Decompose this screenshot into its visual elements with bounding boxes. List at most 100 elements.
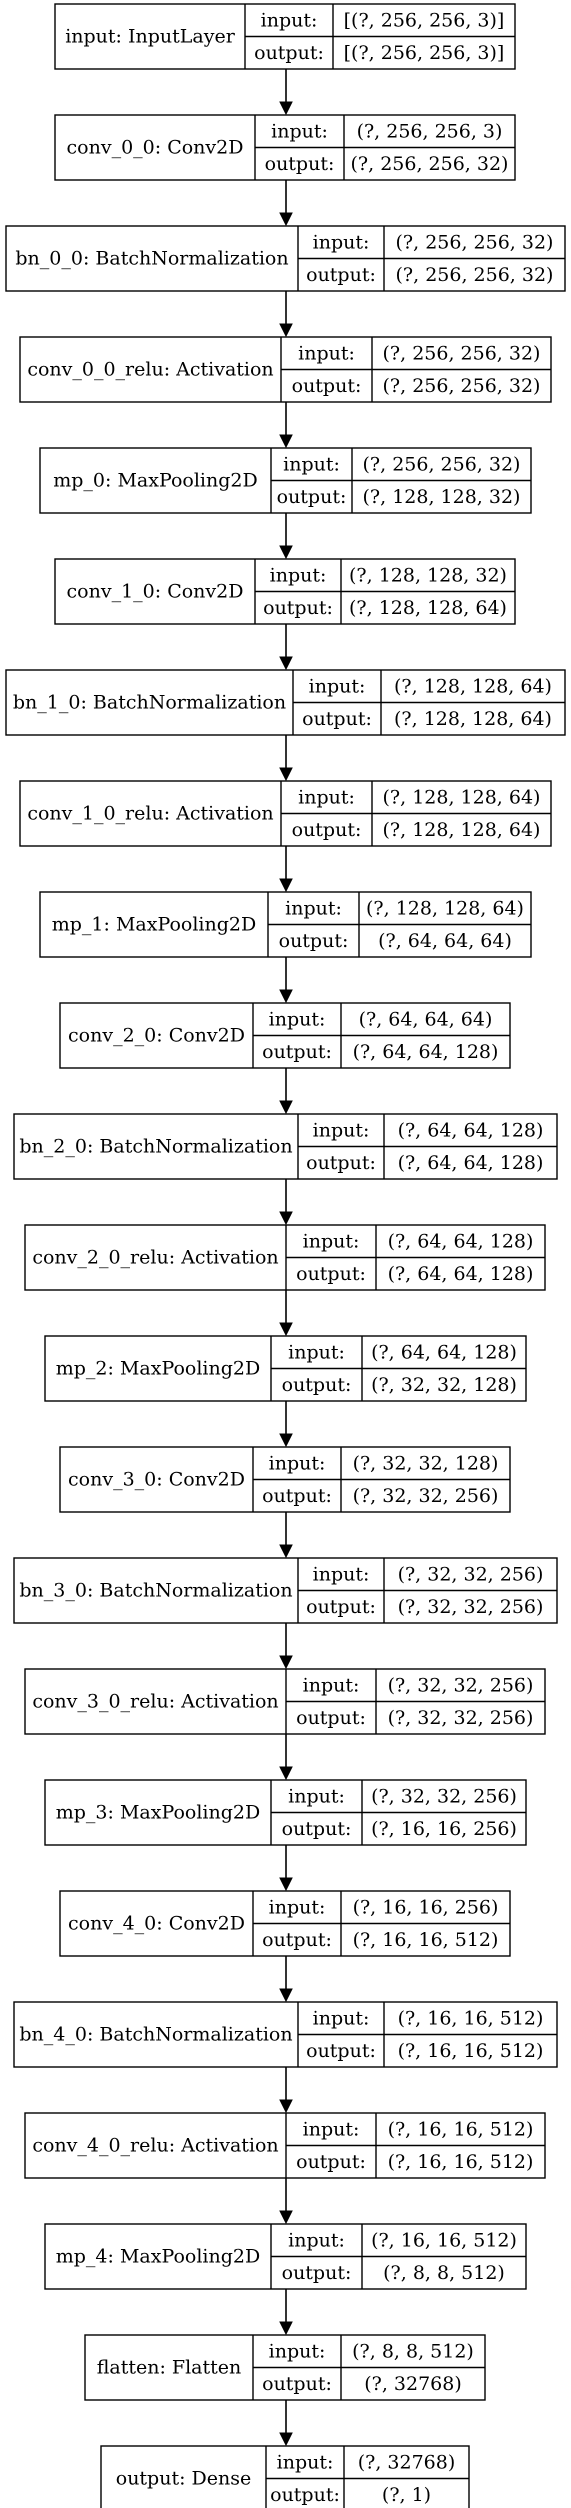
edges [279,69,293,2447]
input-shape: (?, 16, 16, 512) [371,2229,517,2251]
layer-label: input: InputLayer [65,26,235,48]
layer-box [100,2445,470,2508]
input-label: input: [288,2229,345,2251]
edge-arrow [279,2067,293,2114]
arrowhead-icon [279,1877,293,1892]
layer-node-conv-3-0-relu: conv_3_0_relu: Activation input: output: (?… [24,1668,546,1735]
input-shape: (?, 8, 8, 512) [352,2340,474,2362]
edge-arrow [279,1734,293,1781]
edge-arrow [279,2289,293,2336]
output-label: output: [292,819,362,841]
layer-label: conv_1_0: Conv2D [67,581,244,603]
input-shape: (?, 128, 128, 64) [394,675,552,697]
edge-arrow [279,1623,293,1670]
output-label: output: [262,1485,332,1507]
output-label: output: [296,1707,366,1729]
layer-label: output: Dense [116,2468,252,2490]
edge-arrow [279,735,293,782]
edge-arrow [279,1845,293,1892]
layer-node-bn-4-0: bn_4_0: BatchNormalizationinput:output:(… [13,2001,558,2068]
input-label: input: [283,453,340,475]
layer-node-bn-0-0: bn_0_0: BatchNormalizationinput:output:(… [5,225,566,292]
input-shape: (?, 64, 64, 128) [371,1341,517,1363]
edge-arrow [279,1956,293,2003]
input-shape: (?, 16, 16, 512) [388,2118,534,2140]
output-shape: (?, 16, 16, 512) [353,1929,499,1951]
output-shape: (?, 256, 256, 32) [351,153,509,175]
layer-label: bn_2_0: BatchNormalization [19,1136,292,1158]
output-label: output: [263,597,333,619]
output-label: output: [296,2151,366,2173]
edge-arrow [279,1512,293,1559]
output-shape: (?, 16, 16, 256) [371,1818,517,1840]
input-label: input: [288,1785,345,1807]
input-shape: (?, 256, 256, 32) [363,453,521,475]
output-shape: (?, 64, 64, 64) [378,930,512,952]
edge-arrow [279,402,293,449]
input-label: input: [269,1452,326,1474]
input-label: input: [303,2118,360,2140]
input-label: input: [271,120,328,142]
layer-node-bn-2-0: bn_2_0: BatchNormalizationinput:output:(… [13,1113,558,1180]
output-label: output: [306,264,376,286]
input-label: input: [269,2340,326,2362]
layer-node-bn-1-0: bn_1_0: BatchNormalizationinput:output:(… [5,669,566,736]
arrowhead-icon [279,1988,293,2003]
output-label: output: [279,930,349,952]
input-label: input: [298,342,355,364]
output-label: output: [282,2262,352,2284]
output-label: output: [282,1818,352,1840]
output-label: output: [296,1263,366,1285]
edge-arrow [279,846,293,893]
layer-node-conv-0-0-relu: conv_0_0_relu: Activationinput:output:(?… [19,336,552,403]
output-shape: (?, 128, 128, 32) [363,486,521,508]
edge-arrow [279,69,293,116]
input-label: input: [303,1674,360,1696]
input-shape: (?, 32768) [358,2451,456,2473]
input-shape: (?, 32, 32, 256) [398,1563,544,1585]
arrowhead-icon [279,1322,293,1337]
input-shape: [(?, 256, 256, 3)] [344,9,505,31]
arrowhead-icon [279,1211,293,1226]
input-label: input: [298,786,355,808]
layer-label: conv_3_0_relu: Activation [32,1691,278,1713]
output-label: output: [306,2040,376,2062]
input-shape: (?, 256, 256, 32) [383,342,541,364]
output-shape: (?, 32, 32, 256) [398,1596,544,1618]
layer-label: conv_0_0: Conv2D [67,137,244,159]
edge-arrow [279,1179,293,1226]
output-label: output: [262,1929,332,1951]
edge-arrow [279,1401,293,1448]
arrowhead-icon [279,1433,293,1448]
output-shape: (?, 32, 32, 256) [388,1707,534,1729]
edge-arrow [279,1290,293,1337]
output-shape: (?, 256, 256, 32) [396,264,554,286]
layer-node-conv-4-0-relu: conv_4_0_relu: Activation input: output: (?… [24,2112,546,2179]
arrowhead-icon [279,1100,293,1115]
output-label: output: [262,2373,332,2395]
layer-label: conv_4_0_relu: Activation [32,2135,278,2157]
input-shape: (?, 64, 64, 128) [398,1119,544,1141]
input-label: input: [261,9,318,31]
arrowhead-icon [279,545,293,560]
arrowhead-icon [279,2099,293,2114]
input-label: input: [270,564,327,586]
layer-label: conv_4_0: Conv2D [68,1913,245,1935]
input-shape: (?, 256, 256, 32) [396,231,554,253]
input-label: input: [269,1896,326,1918]
layer-label: mp_0: MaxPooling2D [53,470,257,492]
input-shape: (?, 128, 128, 32) [349,564,507,586]
arrowhead-icon [279,1766,293,1781]
layer-label: conv_0_0_relu: Activation [27,359,273,381]
output-label: output: [262,1041,332,1063]
input-shape: (?, 32, 32, 256) [371,1785,517,1807]
